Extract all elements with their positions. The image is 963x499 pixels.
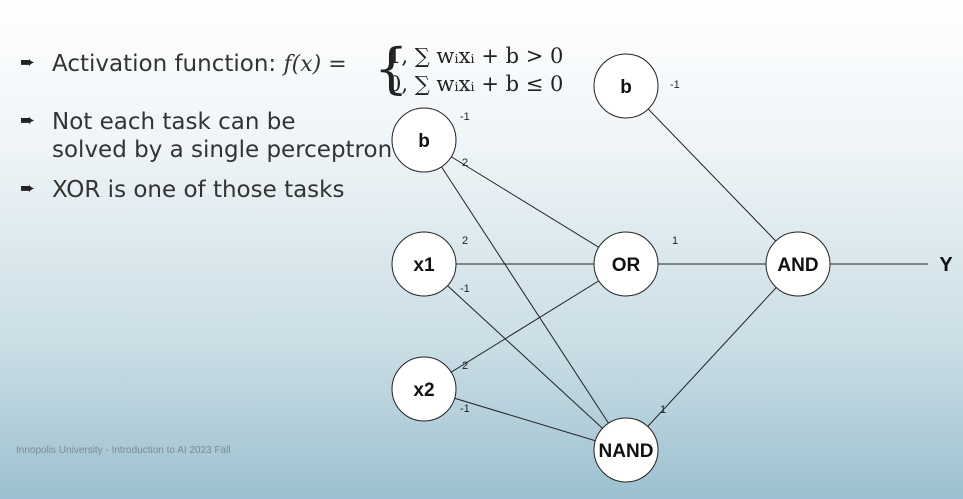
- formula-case-2: 0, ∑ wᵢxᵢ + b ≤ 0: [388, 72, 564, 96]
- footer-text: Innopolis University - Introduction to A…: [16, 445, 231, 456]
- brace-icon: {: [374, 37, 409, 100]
- edge-b-or: [423, 139, 627, 265]
- arrow-bullet-icon: ➨: [20, 178, 36, 199]
- node-b-and: [593, 53, 659, 119]
- edge-nand-and: [625, 263, 799, 451]
- bullet-line-1: Not each task can be: [52, 109, 296, 135]
- weight-x1-nand: -1: [460, 283, 470, 295]
- node-x1: [391, 231, 457, 297]
- edge-x2-nand: [423, 388, 627, 451]
- activation-label: Activation function:: [52, 51, 284, 77]
- label-nand: NAND: [599, 441, 654, 462]
- node-labels: b x1 x2 OR NAND b AND Y: [413, 77, 953, 462]
- weight-or-and: 1: [672, 235, 678, 247]
- weight-b-and: -1: [670, 79, 680, 91]
- weight-b-top: -1: [460, 111, 470, 123]
- weight-x2-nand: -1: [460, 403, 470, 415]
- output-y: Y: [939, 254, 953, 276]
- edge-b-nand: [423, 139, 627, 451]
- edges: [423, 85, 928, 451]
- bullet-xor-text: XOR is one of those tasks: [52, 177, 345, 203]
- weight-b-or: 2: [462, 157, 468, 169]
- label-and: AND: [777, 255, 818, 276]
- node-b-input: [391, 107, 457, 173]
- label-b-input: b: [418, 131, 430, 152]
- formula-case-1: 1, ∑ wᵢxᵢ + b > 0: [388, 44, 564, 68]
- label-x1: x1: [413, 255, 435, 276]
- label-or: OR: [612, 255, 641, 276]
- nodes: [391, 53, 831, 483]
- weight-x2-or: 2: [462, 360, 468, 372]
- activation-fx: f(x) =: [283, 52, 347, 77]
- arrow-bullet-icon: ➨: [20, 52, 36, 73]
- arrow-bullet-icon: ➨: [20, 110, 36, 131]
- node-nand: [593, 417, 659, 483]
- edge-b-and: [625, 85, 799, 265]
- weight-labels: -1 2 2 -1 2 -1 -1 1 1: [460, 79, 680, 416]
- label-x2: x2: [413, 380, 434, 401]
- weight-x1-or: 2: [462, 235, 468, 247]
- node-or: [593, 231, 659, 297]
- weight-nand-and: 1: [660, 404, 666, 416]
- node-x2: [391, 356, 457, 422]
- bullet-line-2: solved by a single perceptron: [52, 137, 393, 163]
- label-b-and: b: [620, 77, 632, 98]
- edge-x1-nand: [423, 263, 627, 451]
- node-and: [765, 231, 831, 297]
- edge-x2-or: [423, 263, 627, 390]
